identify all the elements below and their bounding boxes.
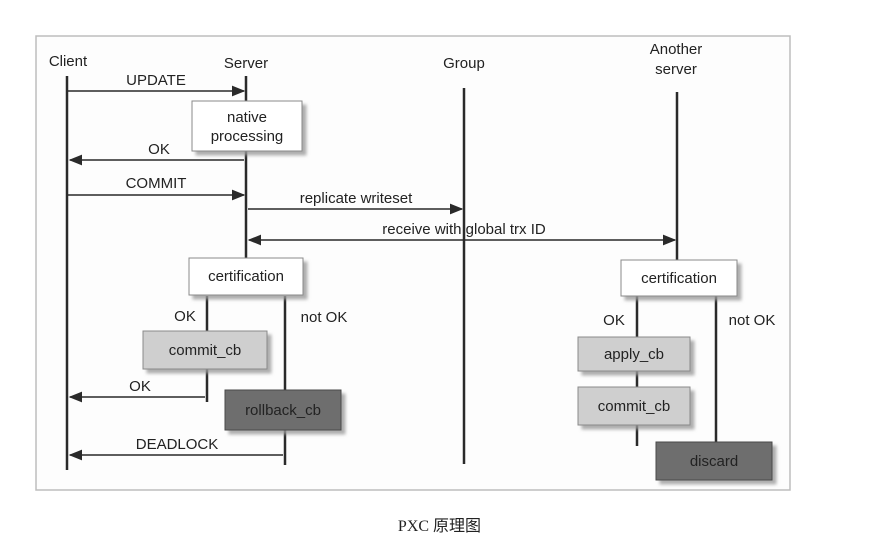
certification-box-server: [188, 257, 304, 296]
server-not-ok-label: not OK: [301, 309, 348, 326]
discard-label: discard: [690, 453, 738, 470]
replicate-writeset-label: replicate writeset: [300, 190, 413, 207]
deadlock-label: DEADLOCK: [136, 436, 219, 453]
rollback-cb-label: rollback_cb: [245, 402, 321, 419]
another-not-ok-label: not OK: [729, 312, 776, 329]
native-processing-label-line1: native: [227, 109, 267, 126]
receive-trx-id-label: receive with global trx ID: [382, 221, 546, 238]
figure-caption: PXC 原理图: [397, 518, 482, 535]
commit-cb-label-server: commit_cb: [169, 342, 242, 359]
group-label: Group: [443, 55, 485, 72]
ok-label-1: OK: [148, 141, 170, 158]
ok-label-2: OK: [129, 378, 151, 395]
commit-cb-label-another: commit_cb: [598, 398, 671, 415]
client-label: Client: [49, 53, 88, 70]
certification-label-another: certification: [641, 270, 717, 287]
commit-cb-box-another: [577, 386, 691, 426]
server-label: Server: [224, 55, 268, 72]
update-label: UPDATE: [126, 72, 186, 89]
certification-box-another: [620, 259, 738, 297]
commit-cb-box-server: [142, 330, 268, 370]
server-ok-label: OK: [174, 308, 196, 325]
rollback-cb-box: [224, 389, 342, 431]
another-ok-label: OK: [603, 312, 625, 329]
commit-label: COMMIT: [126, 175, 187, 192]
certification-label-server: certification: [208, 268, 284, 285]
native-processing-label-line2: processing: [211, 128, 284, 145]
another-server-label-line2: server: [655, 61, 697, 78]
apply-cb-box: [577, 336, 691, 372]
native-processing-box: [191, 100, 303, 152]
apply-cb-label: apply_cb: [604, 346, 664, 363]
another-server-label-line1: Another: [650, 41, 703, 58]
discard-box: [655, 441, 773, 481]
